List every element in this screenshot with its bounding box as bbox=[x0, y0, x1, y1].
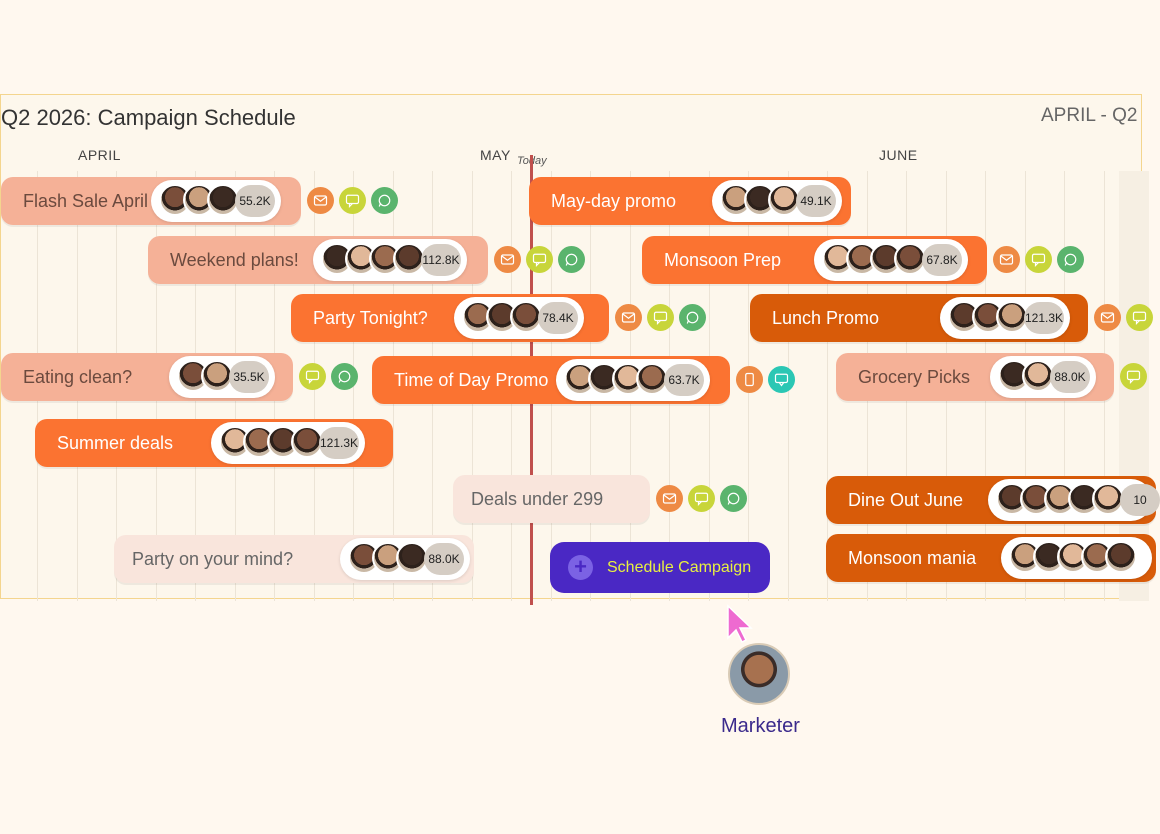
in-app-channel-icon[interactable] bbox=[768, 366, 795, 393]
audience-count: 78.4K bbox=[538, 302, 578, 334]
marketer-avatar bbox=[728, 643, 790, 705]
audience-count: 67.8K bbox=[922, 244, 962, 276]
campaign-bar[interactable]: Summer deals 121.3K bbox=[35, 419, 393, 467]
campaign-name: Party Tonight? bbox=[313, 308, 428, 328]
audience-pill[interactable]: 55.2K bbox=[151, 180, 281, 222]
audience-pill[interactable]: 121.3K bbox=[211, 422, 365, 464]
audience-count: 63.7K bbox=[664, 364, 704, 396]
campaign-name: Lunch Promo bbox=[772, 308, 880, 328]
email-channel-icon[interactable] bbox=[656, 485, 683, 512]
month-header-june: JUNE bbox=[879, 147, 918, 163]
sms-channel-icon[interactable] bbox=[1126, 304, 1153, 331]
audience-pill[interactable]: 35.5K bbox=[169, 356, 275, 398]
campaign-name: Time of Day Promo bbox=[394, 370, 549, 390]
campaign-name: Grocery Picks bbox=[858, 367, 971, 387]
campaign-name: Dine Out June bbox=[848, 490, 964, 510]
whatsapp-channel-icon[interactable] bbox=[558, 246, 585, 273]
schedule-campaign-button[interactable]: + Schedule Campaign bbox=[550, 542, 770, 593]
campaign-bar[interactable]: Eating clean? 35.5K bbox=[1, 353, 293, 401]
page-title: Q2 2026: Campaign Schedule bbox=[1, 105, 296, 130]
date-range-label[interactable]: APRIL - Q2 bbox=[1041, 105, 1138, 126]
audience-avatar bbox=[201, 360, 233, 392]
month-header-april: APRIL bbox=[78, 147, 121, 163]
sms-channel-icon[interactable] bbox=[1120, 363, 1147, 390]
mouse-cursor-icon bbox=[727, 604, 753, 644]
campaign-name: Eating clean? bbox=[23, 367, 133, 387]
audience-pill[interactable] bbox=[1001, 537, 1152, 579]
audience-count: 55.2K bbox=[235, 185, 275, 217]
audience-pill[interactable]: 88.0K bbox=[990, 356, 1096, 398]
plus-icon: + bbox=[568, 555, 593, 580]
audience-pill[interactable]: 63.7K bbox=[556, 359, 710, 401]
audience-pill[interactable]: 112.8K bbox=[313, 239, 467, 281]
email-channel-icon[interactable] bbox=[993, 246, 1020, 273]
email-channel-icon[interactable] bbox=[307, 187, 334, 214]
audience-avatar bbox=[636, 363, 668, 395]
email-channel-icon[interactable] bbox=[615, 304, 642, 331]
audience-count: 88.0K bbox=[1050, 361, 1090, 393]
audience-count: 49.1K bbox=[796, 185, 836, 217]
audience-count: 35.5K bbox=[229, 361, 269, 393]
campaign-name: Monsoon mania bbox=[848, 548, 977, 568]
sms-channel-icon[interactable] bbox=[688, 485, 715, 512]
whatsapp-channel-icon[interactable] bbox=[1057, 246, 1084, 273]
audience-avatar bbox=[396, 542, 428, 574]
campaign-bar[interactable]: Monsoon mania bbox=[826, 534, 1156, 582]
campaign-name: May-day promo bbox=[551, 191, 677, 211]
sms-channel-icon[interactable] bbox=[1025, 246, 1052, 273]
campaign-name: Party on your mind? bbox=[132, 549, 294, 569]
campaign-bar[interactable]: Party on your mind? 88.0K bbox=[114, 535, 474, 583]
email-channel-icon[interactable] bbox=[494, 246, 521, 273]
campaign-bar[interactable]: Party Tonight? 78.4K bbox=[291, 294, 609, 342]
push-channel-icon[interactable] bbox=[736, 366, 763, 393]
campaign-bar[interactable]: May-day promo 49.1K bbox=[529, 177, 851, 225]
campaign-bar[interactable]: Monsoon Prep 67.8K bbox=[642, 236, 987, 284]
campaign-schedule-board: Q2 2026: Campaign Schedule APRIL - Q2 AP… bbox=[0, 94, 1160, 605]
campaign-bar[interactable]: Grocery Picks 88.0K bbox=[836, 353, 1114, 401]
campaign-bar[interactable]: Deals under 299 bbox=[453, 475, 650, 523]
audience-pill[interactable]: 49.1K bbox=[712, 180, 842, 222]
whatsapp-channel-icon[interactable] bbox=[720, 485, 747, 512]
audience-pill[interactable]: 10 bbox=[988, 479, 1160, 521]
audience-count: 10 bbox=[1120, 484, 1160, 516]
audience-count: 121.3K bbox=[1024, 302, 1064, 334]
marketer-label: Marketer bbox=[721, 715, 800, 737]
grid-line bbox=[827, 171, 828, 601]
audience-pill[interactable]: 78.4K bbox=[454, 297, 584, 339]
sms-channel-icon[interactable] bbox=[647, 304, 674, 331]
campaign-name: Flash Sale April bbox=[23, 191, 149, 211]
whatsapp-channel-icon[interactable] bbox=[331, 363, 358, 390]
audience-count: 112.8K bbox=[421, 244, 461, 276]
campaign-bar[interactable]: Time of Day Promo 63.7K bbox=[372, 356, 730, 404]
sms-channel-icon[interactable] bbox=[299, 363, 326, 390]
audience-avatar bbox=[1105, 541, 1137, 573]
campaign-name: Deals under 299 bbox=[471, 489, 604, 509]
audience-pill[interactable]: 67.8K bbox=[814, 239, 968, 281]
campaign-bar[interactable]: Flash Sale April 55.2K bbox=[1, 177, 301, 225]
audience-count: 121.3K bbox=[319, 427, 359, 459]
sms-channel-icon[interactable] bbox=[526, 246, 553, 273]
schedule-campaign-label: Schedule Campaign bbox=[607, 559, 752, 576]
audience-pill[interactable]: 121.3K bbox=[940, 297, 1070, 339]
audience-avatar bbox=[894, 243, 926, 275]
campaign-name: Weekend plans! bbox=[170, 250, 299, 270]
email-channel-icon[interactable] bbox=[1094, 304, 1121, 331]
whatsapp-channel-icon[interactable] bbox=[371, 187, 398, 214]
audience-count: 88.0K bbox=[424, 543, 464, 575]
campaign-bar[interactable]: Weekend plans! 112.8K bbox=[148, 236, 488, 284]
campaign-bar[interactable]: Lunch Promo 121.3K bbox=[750, 294, 1088, 342]
whatsapp-channel-icon[interactable] bbox=[679, 304, 706, 331]
campaign-name: Monsoon Prep bbox=[664, 250, 782, 270]
audience-pill[interactable]: 88.0K bbox=[340, 538, 470, 580]
audience-avatar bbox=[1022, 360, 1054, 392]
month-header-may: MAY bbox=[480, 147, 511, 163]
campaign-name: Summer deals bbox=[57, 433, 174, 453]
campaign-bar[interactable]: Dine Out June 10 bbox=[826, 476, 1160, 524]
sms-channel-icon[interactable] bbox=[339, 187, 366, 214]
